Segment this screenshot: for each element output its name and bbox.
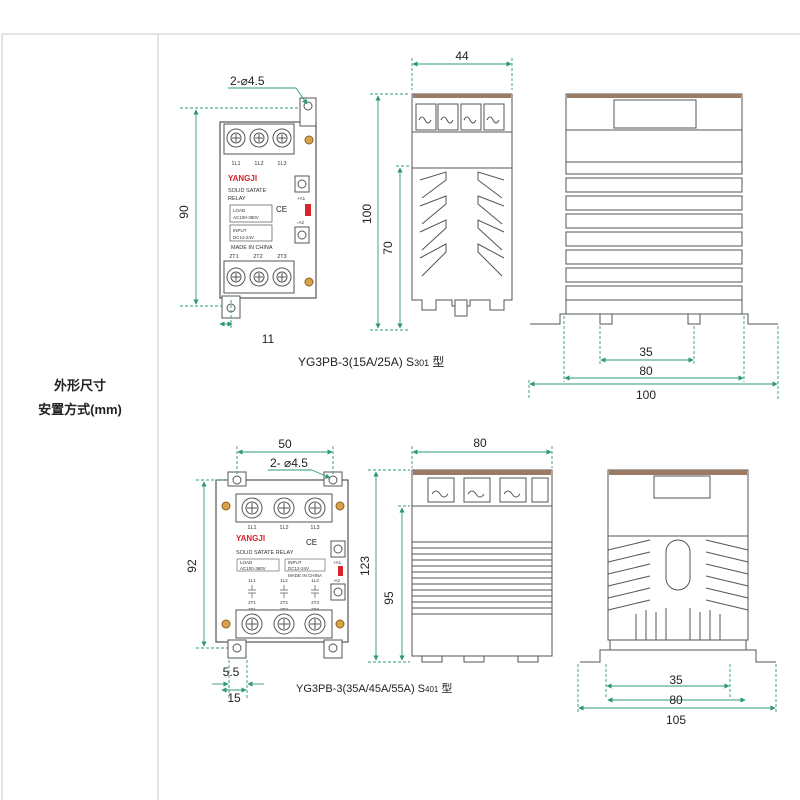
- model2-end-view: [580, 469, 776, 663]
- model2-bottom-terminals: [241, 613, 326, 635]
- model1-end-view: [530, 93, 778, 325]
- model1-side-view: [411, 93, 513, 317]
- model1-dim-foot: 11: [262, 332, 275, 346]
- model2-ch-top-1: 1L1: [248, 578, 256, 583]
- model1-end-dimensions: [528, 316, 779, 400]
- model2-load-label: LOAD: [240, 560, 253, 565]
- model1-brand: YANGJI: [228, 174, 257, 183]
- model2-term-1L2: 1L2: [279, 525, 288, 531]
- model2-input-label: INPUT: [288, 560, 302, 565]
- model2-caption-prefix: YG3PB-3(35A/45A/55A) S: [296, 683, 425, 695]
- model1-dim-hole: 2-⌀4.5: [230, 74, 265, 88]
- model1-term-1L3: 1L3: [277, 161, 286, 167]
- model1-ctrl-minus: -A2: [297, 220, 305, 225]
- model2-ch-bot-1: 2T1: [248, 600, 256, 605]
- model2-ctrl-minus: -A2: [333, 578, 341, 583]
- model2-end-dimensions: [577, 664, 777, 714]
- model1-dim-sink-height: 70: [381, 241, 395, 255]
- model1-dim-height: 90: [177, 205, 191, 219]
- model2-brand: YANGJI: [236, 534, 265, 543]
- model1-ctrl-plus: +A1: [297, 196, 306, 201]
- model1-caption: YG3PB-3(15A/25A) S301 型: [298, 355, 444, 369]
- model2-dim-body: 80: [669, 693, 683, 707]
- model1-dim-top: 44: [455, 49, 469, 63]
- model2-dim-base: 15: [227, 691, 241, 705]
- model1-front-dimensions: [180, 87, 308, 330]
- model1-top-terminals: [226, 128, 292, 148]
- model2-caption: YG3PB-3(35A/45A/55A) S401 型: [296, 681, 452, 695]
- model1-bottom-terminals: [226, 267, 292, 287]
- model1-caption-suffix: 型: [429, 355, 444, 369]
- model2-made-in: MADE IN CHINA: [288, 573, 322, 578]
- model2-dim-hole: 2- ⌀4.5: [270, 456, 308, 470]
- model2-front-dimensions: [196, 446, 334, 700]
- model2-input-value: DC12-24V: [288, 566, 309, 571]
- model1-dim-total-width: 100: [636, 388, 656, 402]
- model2-ch-bot-2: 2T2: [280, 600, 288, 605]
- model2-side-dimensions: [368, 446, 553, 663]
- model1-ce-mark: CE: [276, 205, 287, 214]
- model2-term-1L1: 1L1: [247, 525, 256, 531]
- model2-ch-top-3: 1L3: [311, 578, 319, 583]
- model2-top-terminals: [241, 497, 326, 519]
- model2-dim-height: 92: [185, 559, 199, 573]
- model2-side-view: [411, 469, 553, 663]
- model2-caption-sub: 401: [425, 685, 439, 694]
- model2-ch-bot-3: 2T3: [311, 600, 319, 605]
- model2-ce-mark: CE: [306, 538, 317, 547]
- section-label-line1: 外形尺寸: [53, 378, 106, 393]
- model2-dim-total-width: 105: [666, 713, 686, 727]
- model1-load-value: AC100-380V: [233, 215, 259, 220]
- model1-made-in: MADE IN CHINA: [231, 245, 273, 251]
- model1-term-2T1: 2T1: [229, 254, 238, 260]
- model1-input-value: DC12-24V: [233, 235, 254, 240]
- model2-term-1L3: 1L3: [310, 525, 319, 531]
- model2-dim-total-height: 123: [358, 556, 372, 576]
- model2-front-view: 1L1 1L2 1L3 YANGJI CE SOLID SATATE RELAY…: [215, 471, 349, 659]
- model1-title2: RELAY: [228, 196, 246, 202]
- model2-caption-suffix: 型: [438, 681, 452, 695]
- model2-ctrl-plus: +A1: [333, 560, 342, 565]
- model1-dim-total-height: 100: [360, 204, 374, 224]
- model2-dim-top: 80: [473, 436, 487, 450]
- model1-title1: SOLID SATATE: [228, 188, 267, 194]
- model1-load-label: LOAD: [233, 208, 246, 213]
- model1-dim-rail: 35: [639, 345, 653, 359]
- model2-dim-rail: 35: [669, 673, 683, 687]
- model1-caption-sub: 301: [414, 358, 429, 368]
- model2-ch-top-2: 1L2: [280, 578, 288, 583]
- model1-term-2T3: 2T3: [277, 254, 286, 260]
- model1-side-dimensions: [370, 58, 513, 331]
- model1-dim-body: 80: [639, 364, 653, 378]
- section-label-line2: 安置方式(mm): [38, 402, 122, 417]
- model1-term-1L2: 1L2: [254, 161, 263, 167]
- table-frame: [1, 33, 800, 800]
- model2-load-value: AC100-380V: [240, 566, 266, 571]
- model1-term-2T2: 2T2: [253, 254, 262, 260]
- model1-input-label: INPUT: [233, 228, 247, 233]
- model2-dim-foot: 5.5: [223, 665, 240, 679]
- model2-title: SOLID SATATE RELAY: [236, 550, 294, 556]
- model2-dim-sink-height: 95: [382, 591, 396, 605]
- model2-dim-width: 50: [278, 437, 292, 451]
- model1-caption-prefix: YG3PB-3(15A/25A) S: [298, 355, 414, 369]
- model1-front-view: 1L1 1L2 1L3 YANGJI SOLID SATATE RELAY CE…: [219, 97, 317, 319]
- model1-term-1L1: 1L1: [231, 161, 240, 167]
